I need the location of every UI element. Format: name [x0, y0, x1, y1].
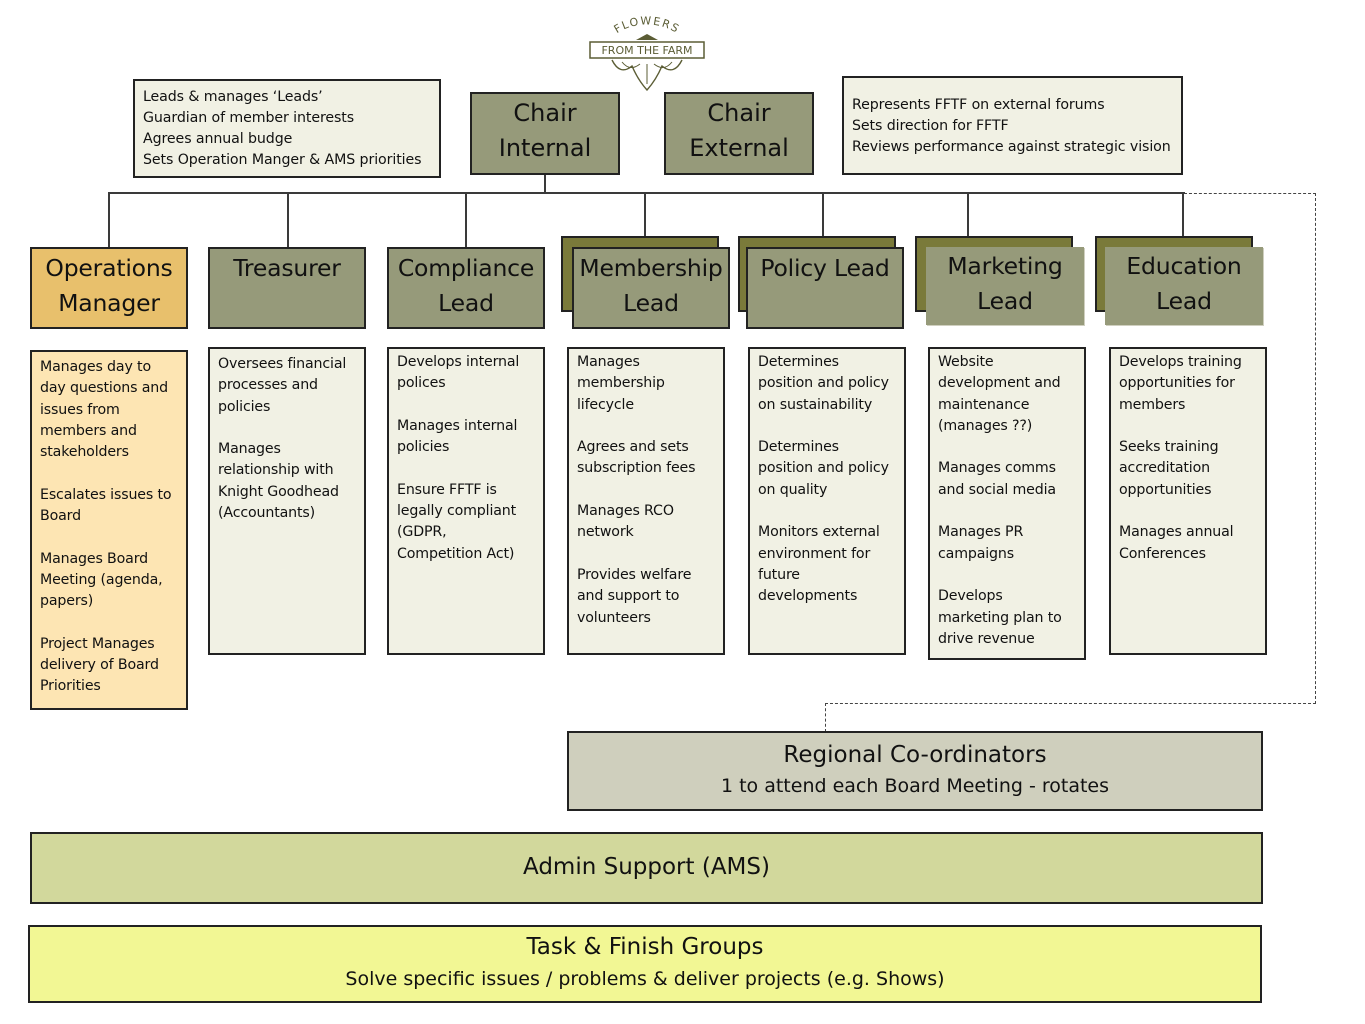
chair-external-notes: Represents FFTF on external forums Sets …	[842, 76, 1183, 175]
role-title-1: Education	[1126, 252, 1242, 280]
regional-subtitle: 1 to attend each Board Meeting - rotates	[720, 775, 1110, 797]
connector-compliance	[465, 192, 467, 248]
connector-chair-down	[544, 175, 546, 194]
connector-education	[1182, 192, 1184, 237]
chair-internal-title-1: Chair	[513, 99, 577, 127]
note-line: Reviews performance against strategic vi…	[852, 139, 1171, 155]
regional-coordinators-box: Regional Co-ordinators 1 to attend each …	[567, 731, 1263, 811]
dashed-connector-down	[825, 703, 826, 732]
role-treasurer: Treasurer	[208, 247, 366, 329]
membership-responsibilities: Manages membership lifecycle Agrees and …	[567, 347, 725, 655]
responsibility-item: Manages day to day questions and issues …	[40, 359, 168, 461]
responsibility-item: Provides welfare and support to voluntee…	[577, 566, 692, 626]
admin-title: Admin Support (AMS)	[523, 854, 770, 880]
responsibility-item: Develops marketing plan to drive revenue	[938, 588, 1062, 647]
regional-title: Regional Co-ordinators	[783, 742, 1047, 768]
dashed-connector-right	[1315, 193, 1316, 704]
role-title-2: Lead	[623, 289, 679, 317]
role-policy-lead: Policy Lead	[746, 247, 904, 329]
education-responsibilities: Develops training opportunities for memb…	[1109, 347, 1267, 655]
responsibility-item: Monitors external environment for future…	[758, 524, 880, 605]
role-title-1: Membership	[579, 254, 723, 282]
chair-external-title-1: Chair	[707, 99, 771, 127]
responsibility-item: Project Manages delivery of Board Priori…	[40, 635, 159, 695]
responsibility-item: Escalates issues to Board	[40, 486, 172, 525]
note-line: Sets direction for FFTF	[852, 118, 1009, 134]
connector-horizontal	[108, 192, 1185, 194]
connector-membership	[644, 192, 646, 237]
connector-treasurer	[287, 192, 289, 248]
role-title-2: Lead	[438, 289, 494, 317]
connector-marketing	[967, 192, 969, 237]
responsibility-item: Website development and maintenance (man…	[938, 354, 1061, 434]
flowers-from-the-farm-logo: FLOWERS FROM THE FARM	[586, 14, 708, 92]
compliance-responsibilities: Develops internal polices Manages intern…	[387, 347, 545, 655]
responsibility-item: Determines position and policy on sustai…	[758, 354, 889, 413]
responsibility-item: Oversees financial processes and policie…	[218, 356, 347, 415]
note-line: Agrees annual budge	[143, 131, 293, 147]
role-education-lead: Education Lead	[1105, 247, 1263, 325]
role-title-2: Lead	[977, 287, 1033, 315]
responsibility-item: Manages RCO network	[577, 503, 674, 541]
connector-ops	[108, 192, 110, 248]
role-title-1: Treasurer	[233, 254, 341, 282]
responsibility-item: Manages annual Conferences	[1119, 524, 1234, 562]
responsibility-item: Develops training opportunities for memb…	[1119, 354, 1242, 413]
note-line: Guardian of member interests	[143, 110, 355, 126]
connector-policy	[822, 192, 824, 237]
svg-text:FLOWERS: FLOWERS	[612, 14, 683, 36]
policy-responsibilities: Determines position and policy on sustai…	[748, 347, 906, 655]
responsibility-item: Develops internal polices	[397, 354, 520, 392]
responsibility-item: Determines position and policy on qualit…	[758, 439, 889, 498]
task-finish-groups-box: Task & Finish Groups Solve specific issu…	[28, 925, 1262, 1003]
role-title-1: Policy Lead	[760, 254, 890, 282]
role-title-1: Marketing	[947, 252, 1063, 280]
chair-internal-box: Chair Internal	[470, 92, 620, 175]
dashed-connector-bottom	[825, 703, 1316, 704]
chair-internal-notes: Leads & manages ‘Leads’ Guardian of memb…	[133, 79, 441, 178]
responsibility-item: Manages relationship with Knight Goodhea…	[218, 441, 339, 522]
role-title-1: Operations	[45, 254, 173, 282]
role-marketing-lead: Marketing Lead	[926, 247, 1084, 325]
responsibility-item: Manages Board Meeting (agenda, papers)	[40, 550, 163, 610]
admin-support-box: Admin Support (AMS)	[30, 832, 1263, 904]
note-line: Represents FFTF on external forums	[852, 97, 1105, 113]
chair-internal-title-2: Internal	[498, 134, 592, 162]
role-title-1: Compliance	[397, 254, 535, 282]
chair-external-box: Chair External	[664, 92, 814, 175]
role-operations-manager: Operations Manager	[30, 247, 188, 329]
chair-external-title-2: External	[689, 134, 789, 162]
responsibility-item: Manages comms and social media	[938, 460, 1056, 498]
treasurer-responsibilities: Oversees financial processes and policie…	[208, 347, 366, 655]
role-membership-lead: Membership Lead	[572, 247, 730, 329]
responsibility-item: Manages PR campaigns	[938, 524, 1024, 562]
ops-manager-responsibilities: Manages day to day questions and issues …	[30, 350, 188, 710]
logo-arc-text: FLOWERS	[612, 14, 681, 36]
responsibility-item: Manages membership lifecycle	[577, 354, 665, 413]
responsibility-item: Ensure FFTF is legally compliant (GDPR, …	[397, 481, 517, 562]
dashed-connector-top	[1184, 193, 1316, 194]
task-finish-subtitle: Solve specific issues / problems & deliv…	[345, 968, 945, 990]
role-title-2: Manager	[58, 289, 160, 317]
role-title-2: Lead	[1156, 287, 1212, 315]
responsibility-item: Seeks training accreditation opportuniti…	[1119, 439, 1219, 498]
responsibility-item: Manages internal policies	[397, 417, 518, 456]
task-finish-title: Task & Finish Groups	[526, 934, 764, 960]
note-line: Sets Operation Manger & AMS priorities	[143, 152, 422, 168]
note-line: Leads & manages ‘Leads’	[143, 89, 323, 105]
logo-graphic: FLOWERS FROM THE FARM	[589, 14, 705, 92]
logo-banner-text: FROM THE FARM	[601, 44, 692, 57]
role-compliance-lead: Compliance Lead	[387, 247, 545, 329]
responsibility-item: Agrees and sets subscription fees	[577, 439, 696, 477]
marketing-responsibilities: Website development and maintenance (man…	[928, 347, 1086, 660]
